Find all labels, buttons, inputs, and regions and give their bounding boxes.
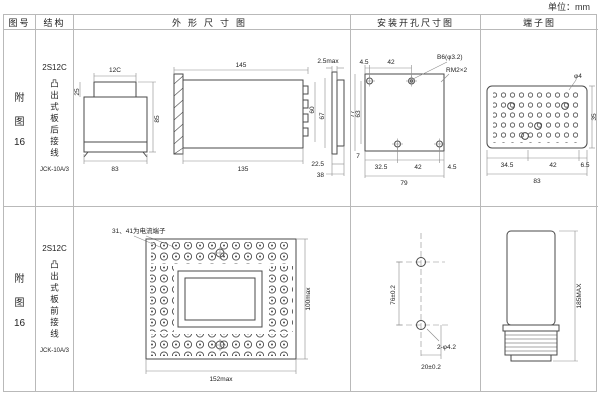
fig-char: 附 xyxy=(14,273,25,285)
dim-145: 145 xyxy=(236,62,247,69)
unit-label: 单位：mm xyxy=(548,2,590,12)
model-label: 2S12C xyxy=(42,63,67,73)
dim-38: 38 xyxy=(317,172,325,179)
dim-152max: 152max xyxy=(209,376,233,383)
terminal-drawing-front-wiring: 185MAX xyxy=(502,230,583,362)
dim-135: 135 xyxy=(238,166,249,173)
panel-view-dims xyxy=(326,66,345,176)
dim-22-5: 22.5 xyxy=(311,161,324,168)
dim-35: 35 xyxy=(591,113,598,121)
fig-no-row1: 附 图 16 xyxy=(4,30,36,207)
install-cell-row2: 76±0.2 2-φ4.2 20±0.2 xyxy=(351,207,481,391)
dim-63: 63 xyxy=(355,110,362,118)
dim-42-bottom: 42 xyxy=(414,164,422,171)
type-code: JCK-10A/3 xyxy=(39,347,69,354)
note-current-terminals: 31、41为电流端子 xyxy=(112,226,166,235)
dim-83-term: 83 xyxy=(533,178,541,185)
drill-template xyxy=(364,73,445,152)
large-terminals xyxy=(507,102,569,140)
label-2-phi4-2: 2-φ4.2 xyxy=(437,344,456,351)
outline2-dim-lines xyxy=(145,238,308,374)
install-drawing-front-wiring: 76±0.2 2-φ4.2 20±0.2 xyxy=(390,233,456,371)
front-view-dims xyxy=(79,73,156,164)
header-install: 安装开孔尺寸图 xyxy=(351,15,481,30)
model-label: 2S12C xyxy=(42,244,67,254)
dim-4-5-top: 4.5 xyxy=(359,59,368,66)
dim-42-term: 42 xyxy=(549,162,557,169)
center-screw-crosses xyxy=(214,247,226,351)
dim-2-5max: 2.5max xyxy=(317,58,339,65)
dim-25: 25 xyxy=(74,88,81,96)
outline-cell-row2: 31、41为电流端子 xyxy=(74,207,351,391)
dim-79: 79 xyxy=(400,180,408,187)
dim-4-5-bottom: 4.5 xyxy=(447,164,456,171)
centerlines xyxy=(397,233,451,359)
dim-85: 85 xyxy=(154,115,161,123)
header-fig-no: 图号 xyxy=(4,15,36,30)
front-view-lines xyxy=(83,81,148,158)
dim-42-top: 42 xyxy=(387,59,395,66)
hole-crosses xyxy=(364,75,445,150)
outline-drawing-front-wiring: 31、41为电流端子 xyxy=(112,226,312,383)
fig-char: 图 xyxy=(14,116,25,128)
terminal-dim-lines xyxy=(486,79,595,176)
mounting-holes xyxy=(366,77,443,148)
dim-77: 77 xyxy=(351,110,356,118)
header-structure: 结构 xyxy=(36,15,74,30)
dim-100max: 100max xyxy=(305,287,312,311)
dim-60: 60 xyxy=(309,106,316,114)
dim-20: 20±0.2 xyxy=(421,364,441,371)
fig-no-row2: 附 图 16 xyxy=(4,207,36,391)
dim-32-5: 32.5 xyxy=(375,164,388,171)
terminal-fins xyxy=(505,334,557,352)
terminal-block-outline xyxy=(486,85,588,149)
install-cell-row1: 4.5 42 B6(φ3.2) RM2×2 77 63 7 32.5 42 4.… xyxy=(351,30,481,207)
terminal-cell-row1: φ4 34.5 42 6.5 83 35 xyxy=(481,30,598,207)
structure-row1: 2S12C 凸出式板后接线 JCK-10A/3 xyxy=(36,30,74,207)
install-dim-lines xyxy=(354,61,450,178)
relay-outline xyxy=(145,238,297,360)
fig-num: 16 xyxy=(13,317,26,329)
dim-7: 7 xyxy=(356,153,360,160)
fig-char: 图 xyxy=(14,297,25,309)
dim-12c: 12C xyxy=(109,67,121,74)
install-drawing-rear-wiring: 4.5 42 B6(φ3.2) RM2×2 77 63 7 32.5 42 4.… xyxy=(351,54,468,187)
terminal-grid xyxy=(493,91,581,143)
side-view-dims xyxy=(173,67,326,164)
label-hole-spec: B6(φ3.2) xyxy=(437,54,463,61)
terminal-cell-row2: 185MAX xyxy=(481,207,598,391)
dim-34-5: 34.5 xyxy=(501,162,514,169)
header-terminal: 端子图 xyxy=(481,15,598,30)
side-silhouette xyxy=(502,230,560,362)
side-view-lines xyxy=(173,73,309,155)
header-outline: 外形尺寸图 xyxy=(74,15,351,30)
fig-char: 附 xyxy=(14,92,25,104)
outline-cell-row1: 12C 25 83 85 xyxy=(74,30,351,207)
dim-83: 83 xyxy=(111,166,119,173)
structure-desc: 凸出式板前接线 xyxy=(49,260,60,341)
fig-num: 16 xyxy=(13,136,26,148)
dim-76: 76±0.2 xyxy=(390,285,397,305)
terminal-strips xyxy=(150,242,293,356)
spec-table: 图号 结构 外形尺寸图 安装开孔尺寸图 端子图 附 图 16 2S12C 凸出式… xyxy=(3,14,598,392)
outline-drawing-rear-wiring: 12C 25 83 85 xyxy=(74,58,345,179)
label-phi4: φ4 xyxy=(574,73,582,80)
dim-185max: 185MAX xyxy=(576,283,583,309)
drill-holes xyxy=(416,257,426,330)
dim-67: 67 xyxy=(319,112,326,120)
flange-hatch xyxy=(173,75,184,155)
structure-row2: 2S12C 凸出式板前接线 JCK-10A/3 xyxy=(36,207,74,391)
install2-dim-lines xyxy=(396,261,442,359)
type-code: JCK-10A/3 xyxy=(39,166,69,173)
terminal-drawing-rear-wiring: φ4 34.5 42 6.5 83 35 xyxy=(486,73,598,185)
label-thread-spec: RM2×2 xyxy=(446,67,468,74)
panel-view-lines xyxy=(331,71,345,155)
structure-desc: 凸出式板后接线 xyxy=(49,79,60,160)
dim-6-5: 6.5 xyxy=(580,162,589,169)
terminal2-dim-lines xyxy=(553,230,578,362)
